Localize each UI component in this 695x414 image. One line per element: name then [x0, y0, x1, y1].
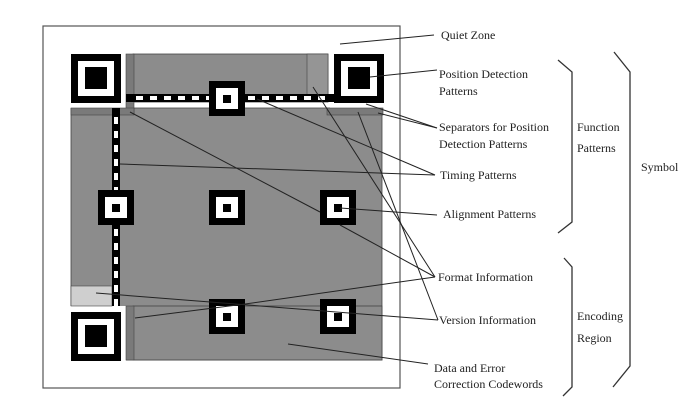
- label-position-detection-1: Position Detection: [439, 67, 528, 81]
- label-separators-2: Detection Patterns: [439, 137, 528, 151]
- separator-tl-vertical: [125, 53, 135, 115]
- format-info-bl: [70, 285, 113, 307]
- timing-module-light: [114, 299, 118, 306]
- timing-module-light: [136, 96, 143, 100]
- group-function-2: Patterns: [577, 141, 616, 155]
- leader-version-1: [95, 292, 439, 321]
- alignment-center: [223, 95, 231, 103]
- timing-module-light: [114, 159, 118, 166]
- leader-alignment: [339, 207, 438, 216]
- position-detection-tl: [71, 54, 121, 103]
- timing-module-light: [178, 96, 185, 100]
- label-data-1: Data and Error: [434, 361, 505, 375]
- alignment-center: [334, 313, 342, 321]
- separator-tr-horizontal: [326, 107, 384, 116]
- timing-module-light: [150, 96, 157, 100]
- group-function-1: Function: [577, 120, 620, 134]
- label-quiet-zone: Quiet Zone: [441, 28, 495, 42]
- alignment-pattern: [320, 190, 356, 225]
- timing-module-light: [114, 271, 118, 278]
- timing-module-light: [114, 243, 118, 250]
- leader-data: [287, 343, 429, 365]
- leader-position-detection: [369, 69, 438, 78]
- leader-lines: [95, 34, 439, 365]
- position-detection-bl: [71, 312, 121, 361]
- alignment-center: [112, 204, 120, 212]
- timing-module-light: [114, 117, 118, 124]
- alignment-pattern: [209, 190, 245, 225]
- alignment-center: [223, 204, 231, 212]
- timing-module-light: [114, 257, 118, 264]
- timing-module-light: [164, 96, 171, 100]
- timing-module-light: [318, 96, 325, 100]
- alignment-center: [223, 313, 231, 321]
- timing-module-light: [114, 229, 118, 236]
- leader-format-5: [312, 86, 436, 278]
- label-format: Format Information: [438, 270, 533, 284]
- alignment-patterns: [98, 81, 356, 334]
- separator-tl-horizontal: [70, 107, 135, 116]
- leader-version-2: [357, 111, 439, 321]
- braces: [557, 51, 631, 397]
- label-position-detection-2: Patterns: [439, 84, 478, 98]
- label-data-2: Correction Codewords: [434, 377, 543, 391]
- separators: [70, 53, 384, 361]
- group-symbol: Symbol: [641, 160, 679, 174]
- timing-module-light: [114, 173, 118, 180]
- brace-symbol: [612, 51, 631, 388]
- alignment-pattern: [209, 81, 245, 116]
- timing-module-light: [114, 131, 118, 138]
- leader-separators-2: [377, 112, 438, 129]
- timing-module-light: [114, 285, 118, 292]
- leader-format-4: [134, 303, 246, 319]
- leader-timing-v: [119, 163, 436, 176]
- group-encoding-1: Encoding: [577, 309, 623, 323]
- position-detection-tr: [334, 54, 384, 103]
- timing-module-light: [262, 96, 269, 100]
- timing-module-light: [248, 96, 255, 100]
- brace-encoding-region: [562, 257, 573, 397]
- label-separators-1: Separators for Position: [439, 120, 549, 134]
- timing-module-light: [114, 145, 118, 152]
- timing-module-light: [304, 96, 311, 100]
- alignment-pattern: [98, 190, 134, 225]
- group-encoding-2: Region: [577, 331, 612, 345]
- timing-module-light: [290, 96, 297, 100]
- leader-timing-h: [256, 98, 436, 176]
- label-timing: Timing Patterns: [440, 168, 517, 182]
- label-alignment: Alignment Patterns: [443, 207, 536, 221]
- label-version: Version Information: [439, 313, 536, 327]
- timing-module-light: [192, 96, 199, 100]
- separator-bl-vertical: [125, 305, 135, 361]
- alignment-pattern: [320, 299, 356, 334]
- leader-quiet-zone: [339, 34, 435, 45]
- labels: Quiet Zone Position Detection Patterns S…: [434, 28, 679, 391]
- leader-format-2: [339, 224, 436, 278]
- leader-separators-1: [365, 103, 438, 129]
- leader-format-1: [129, 111, 321, 213]
- timing-module-light: [276, 96, 283, 100]
- leader-format-3: [244, 276, 436, 305]
- alignment-center: [334, 204, 342, 212]
- brace-function-patterns: [557, 59, 573, 234]
